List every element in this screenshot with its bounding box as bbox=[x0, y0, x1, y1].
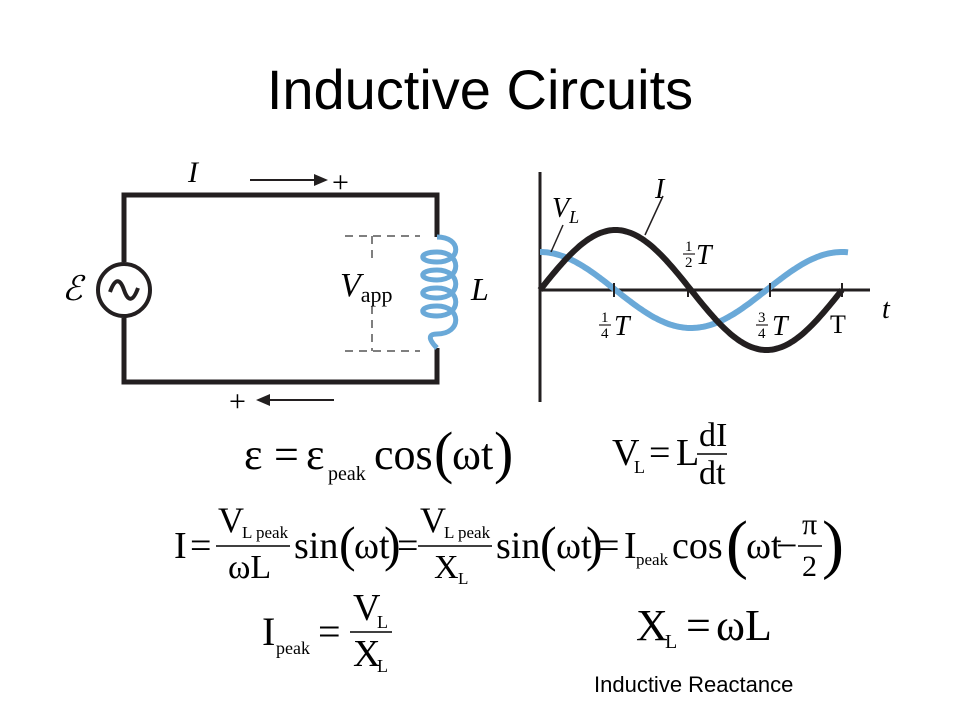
svg-text:(: ( bbox=[339, 516, 356, 572]
svg-text:peak: peak bbox=[276, 638, 310, 658]
i-curve-label: I bbox=[654, 174, 666, 205]
peak-current-equation: I peak = V L X L bbox=[262, 587, 392, 676]
svg-text:X: X bbox=[353, 633, 380, 675]
voltage-curve bbox=[540, 249, 849, 331]
svg-text:): ) bbox=[384, 516, 401, 572]
vapp-label: Vapp bbox=[340, 267, 393, 307]
svg-text:=: = bbox=[397, 525, 418, 567]
tick-label-three-quarter: 3 4 T bbox=[756, 310, 790, 342]
svg-text:I: I bbox=[262, 609, 275, 654]
svg-text:=: = bbox=[274, 430, 299, 479]
emf-symbol: ℰ bbox=[62, 271, 86, 308]
circuit-wire bbox=[121, 192, 440, 262]
svg-text:(: ( bbox=[434, 420, 453, 485]
i-pointer bbox=[644, 195, 664, 236]
svg-text:dt: dt bbox=[699, 455, 726, 492]
svg-text:π: π bbox=[802, 508, 817, 541]
svg-text:peak: peak bbox=[328, 463, 366, 485]
svg-text:L: L bbox=[458, 569, 468, 588]
svg-text:I: I bbox=[174, 525, 187, 567]
current-label: I bbox=[187, 156, 200, 189]
svg-text:(: ( bbox=[726, 508, 748, 581]
svg-text:L: L bbox=[377, 656, 388, 676]
svg-text:4: 4 bbox=[601, 326, 609, 342]
inductive-reactance-caption: Inductive Reactance bbox=[594, 672, 794, 697]
svg-text:(: ( bbox=[540, 516, 557, 572]
svg-text:V: V bbox=[420, 500, 446, 540]
tick-label-half: 1 2 T bbox=[683, 239, 714, 271]
svg-text:=: = bbox=[686, 601, 711, 650]
svg-text:4: 4 bbox=[758, 326, 766, 342]
svg-text:T: T bbox=[614, 311, 632, 342]
svg-text:V: V bbox=[612, 432, 640, 474]
inductor-coil-icon bbox=[420, 234, 459, 350]
emf-equation: ε = ε peak cos ( ωt ) bbox=[244, 420, 513, 485]
svg-text:sin: sin bbox=[294, 525, 338, 567]
tick-label-quarter: 1 4 T bbox=[599, 310, 632, 342]
inductive-reactance-equation: X L = ωL bbox=[636, 601, 772, 653]
tick-label-full: T bbox=[830, 310, 846, 339]
svg-text:L: L bbox=[676, 432, 699, 474]
svg-text:): ) bbox=[586, 516, 603, 572]
slide-title: Inductive Circuits bbox=[266, 58, 694, 121]
svg-text:V: V bbox=[353, 587, 381, 629]
svg-text:=: = bbox=[598, 525, 619, 567]
svg-text:ωL: ωL bbox=[228, 549, 271, 586]
svg-text:peak: peak bbox=[636, 550, 669, 569]
svg-text:ωt: ωt bbox=[746, 525, 782, 567]
svg-text:L: L bbox=[665, 631, 677, 653]
svg-text:L peak: L peak bbox=[444, 523, 491, 542]
inductor-label: L bbox=[470, 271, 489, 307]
svg-text:L: L bbox=[634, 457, 645, 477]
svg-text:I: I bbox=[624, 525, 637, 567]
svg-text:2: 2 bbox=[802, 550, 817, 583]
svg-text:ωt: ωt bbox=[452, 430, 493, 479]
svg-text:V: V bbox=[218, 500, 244, 540]
svg-text:L peak: L peak bbox=[242, 523, 289, 542]
plus-sign-top: + bbox=[332, 166, 349, 199]
svg-text:=: = bbox=[318, 609, 341, 654]
circuit-diagram: ℰ I + + Vapp L bbox=[62, 156, 489, 418]
svg-text:X: X bbox=[434, 549, 459, 586]
current-equation: I = V L peak ωL sin ( ωt ) = V L peak X … bbox=[174, 500, 844, 588]
inductor-voltage-equation: V L = L dI dt bbox=[612, 417, 727, 492]
svg-text:ωt: ωt bbox=[354, 525, 390, 567]
svg-text:=: = bbox=[649, 432, 670, 474]
svg-text:−: − bbox=[776, 525, 797, 567]
svg-text:): ) bbox=[494, 420, 513, 485]
svg-text:cos: cos bbox=[374, 430, 433, 479]
svg-text:ε: ε bbox=[244, 430, 262, 479]
plus-sign-bottom: + bbox=[229, 385, 246, 418]
vapp-dashed-lines bbox=[345, 235, 420, 352]
svg-text:ε: ε bbox=[306, 430, 324, 479]
svg-text:1: 1 bbox=[685, 239, 693, 255]
vl-label: VL bbox=[552, 193, 579, 227]
t-axis-label: t bbox=[882, 294, 891, 325]
svg-text:T: T bbox=[772, 311, 790, 342]
arrow-left-icon bbox=[256, 394, 334, 406]
svg-text:T: T bbox=[696, 240, 714, 271]
svg-text:cos: cos bbox=[672, 525, 723, 567]
svg-text:ωL: ωL bbox=[716, 601, 772, 650]
svg-text:dI: dI bbox=[699, 417, 727, 454]
ac-source-icon bbox=[96, 262, 152, 318]
svg-text:2: 2 bbox=[685, 255, 693, 271]
arrow-right-icon bbox=[250, 174, 328, 186]
svg-text:ωt: ωt bbox=[556, 525, 592, 567]
svg-text:3: 3 bbox=[758, 310, 766, 326]
phase-graph: VL I t 1 4 T 1 2 T 3 4 T T bbox=[537, 172, 891, 402]
svg-text:=: = bbox=[190, 525, 211, 567]
circuit-wire bbox=[121, 318, 440, 385]
svg-text:1: 1 bbox=[601, 310, 609, 326]
svg-text:L: L bbox=[377, 612, 388, 632]
svg-text:): ) bbox=[822, 508, 844, 581]
vl-pointer bbox=[550, 224, 564, 253]
svg-text:X: X bbox=[636, 601, 668, 650]
svg-text:sin: sin bbox=[496, 525, 540, 567]
current-curve bbox=[537, 227, 845, 353]
